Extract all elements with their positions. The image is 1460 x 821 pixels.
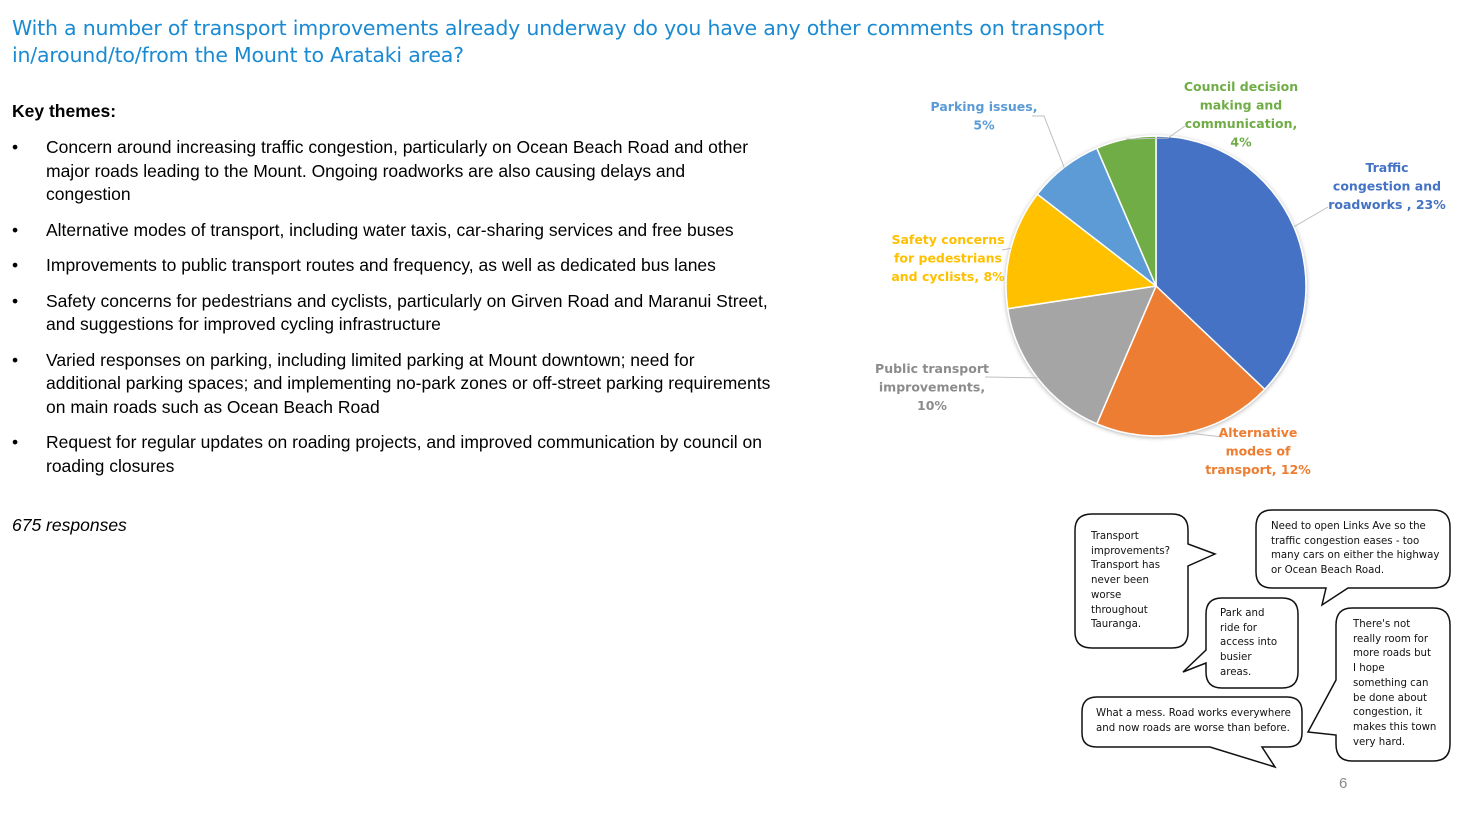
leader-line: [1186, 432, 1224, 438]
quote-line: worse: [1091, 589, 1122, 601]
speech-bubble-outline: [1182, 597, 1299, 689]
quote-line: throughout: [1091, 604, 1148, 616]
quote-line: never been: [1091, 575, 1149, 587]
quote-line: ride for: [1220, 622, 1257, 634]
theme-item: • Request for regular updates on roading …: [12, 431, 772, 478]
theme-text: Safety concerns for pedestrians and cycl…: [46, 290, 768, 335]
speech-bubble-outline: [1074, 513, 1217, 649]
theme-item: • Alternative modes of transport, includi…: [12, 219, 772, 243]
leader-line: [984, 376, 1038, 379]
response-count: 675 responses: [12, 515, 127, 535]
quote-line: improvements?: [1091, 545, 1171, 557]
theme-text: Request for regular updates on roading p…: [46, 432, 762, 476]
theme-text: Alternative modes of transport, includin…: [46, 219, 734, 240]
quote-line: areas.: [1220, 666, 1252, 678]
quote-line: Tauranga.: [1091, 619, 1142, 631]
quote-line: congestion, it: [1353, 707, 1423, 719]
quote-line: makes this town: [1353, 721, 1437, 733]
theme-item: • Safety concerns for pedestrians and cyc…: [12, 290, 772, 337]
theme-item: • Varied responses on parking, including …: [12, 349, 772, 420]
theme-text: Varied responses on parking, including l…: [46, 349, 771, 417]
quote-line: and now roads are worse than before.: [1096, 722, 1290, 734]
pie-slice: [1155, 135, 1307, 391]
leader-line: [1125, 125, 1186, 140]
quote-line: Transport has: [1091, 560, 1161, 572]
quote-line: Transport: [1091, 531, 1139, 542]
quote-line: really room for: [1353, 633, 1429, 645]
quote-line: access into: [1220, 637, 1278, 649]
bullet-icon: •: [12, 137, 19, 157]
quote-line: Need to open Links Ave so the: [1271, 521, 1426, 532]
quote-line: There's not: [1353, 619, 1411, 630]
bullet-icon: •: [12, 255, 19, 275]
quote-line: very hard.: [1353, 736, 1406, 748]
bullet-icon: •: [12, 349, 19, 370]
slice-data-label: Parking issues,5%: [931, 99, 1038, 133]
leader-line: [1293, 206, 1329, 228]
speech-bubble-outline: [1255, 509, 1451, 607]
leader-line: [1001, 247, 1011, 251]
quote-line: Park and: [1220, 608, 1265, 619]
key-themes-heading: Key themes:: [12, 101, 117, 121]
quote-bubble: Need to open Links Ave so the traffic co…: [1271, 520, 1439, 579]
pie-slice: [1005, 193, 1158, 310]
quote-line: busier: [1220, 652, 1252, 664]
quote-bubble: There's not really room for more roads b…: [1353, 618, 1436, 750]
speech-bubble-outline: [1081, 696, 1303, 769]
quote-line: I hope: [1353, 663, 1385, 675]
quote-line: What a mess. Road works everywhere: [1096, 708, 1291, 719]
quote-bubble: What a mess. Road works everywhere and n…: [1096, 707, 1291, 736]
bullet-icon: •: [12, 219, 19, 240]
leader-line: [1032, 115, 1065, 168]
quote-bubble: Transport improvements? Transport has ne…: [1091, 530, 1170, 633]
pie-slice: [1006, 285, 1158, 425]
page-number: 6: [1339, 775, 1348, 792]
theme-text: Concern around increasing traffic conges…: [46, 137, 749, 204]
theme-item: • Concern around increasing traffic conge…: [12, 136, 772, 207]
theme-text: Improvements to public transport routes …: [46, 255, 716, 275]
quote-line: many cars on either the highway: [1271, 550, 1440, 562]
quote-line: more roads but: [1353, 648, 1431, 660]
theme-item: • Improvements to public transport routes…: [12, 254, 772, 278]
speech-bubble-outline: [1306, 607, 1451, 762]
quote-line: something can: [1353, 677, 1429, 689]
bullet-icon: •: [12, 432, 19, 452]
themes-list: • Concern around increasing traffic conge…: [12, 136, 772, 490]
page-title: With a number of transport improvements …: [12, 16, 1104, 67]
quote-line: traffic congestion eases - too: [1271, 535, 1420, 547]
bullet-icon: •: [12, 290, 19, 311]
quote-line: or Ocean Beach Road.: [1271, 565, 1385, 577]
quote-bubble: Park and ride for access into busier are…: [1220, 607, 1277, 681]
quote-line: be done about: [1353, 692, 1428, 704]
